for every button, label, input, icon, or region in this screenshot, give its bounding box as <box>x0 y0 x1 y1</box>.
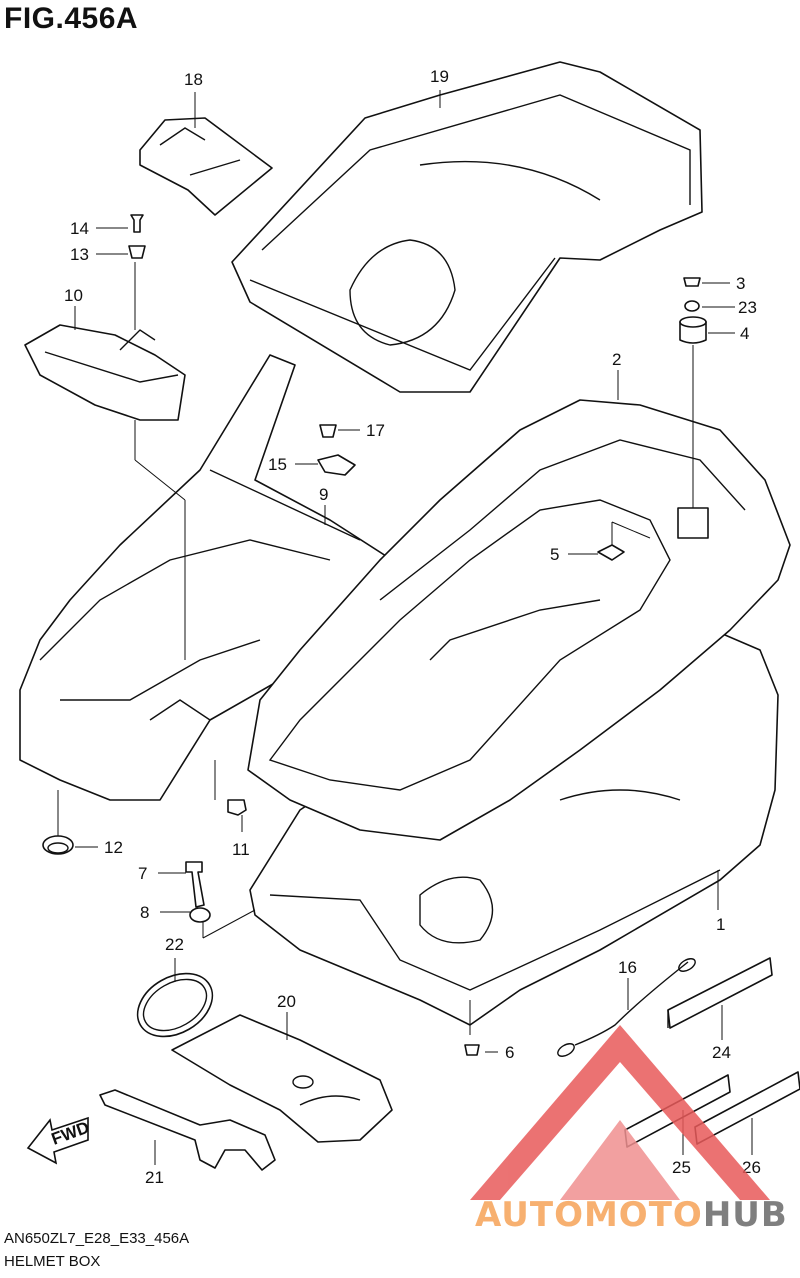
callout-20: 20 <box>277 992 296 1011</box>
part-12-grommet[interactable] <box>42 835 74 855</box>
callout-22: 22 <box>165 935 184 954</box>
callout-23: 23 <box>738 298 757 317</box>
callout-6: 6 <box>505 1043 514 1062</box>
part-10-unit[interactable] <box>24 324 186 421</box>
part-17-screw[interactable] <box>319 424 337 438</box>
figure-name: HELMET BOX <box>4 1253 101 1270</box>
callout-26: 26 <box>742 1158 761 1177</box>
callout-1: 1 <box>716 915 725 934</box>
callout-24: 24 <box>712 1043 731 1062</box>
callout-4: 4 <box>740 324 749 343</box>
callout-5: 5 <box>550 545 559 564</box>
part-8-washer[interactable] <box>189 907 211 923</box>
part-11-bolt[interactable] <box>227 799 247 816</box>
part-2-box-upper[interactable] <box>247 399 791 841</box>
figure-title: FIG.456A <box>4 2 139 35</box>
callout-10: 10 <box>64 286 83 305</box>
callout-8: 8 <box>140 903 149 922</box>
callout-2: 2 <box>612 350 621 369</box>
callout-14: 14 <box>70 219 89 238</box>
part-22-band[interactable] <box>126 961 223 1049</box>
watermark-brand-b: HUB <box>702 1195 788 1235</box>
callout-16: 16 <box>618 958 637 977</box>
part-5-nut[interactable] <box>597 544 625 561</box>
callout-25: 25 <box>672 1158 691 1177</box>
callout-3: 3 <box>736 274 745 293</box>
fwd-arrow-icon: FWD <box>26 1116 92 1165</box>
callout-12: 12 <box>104 838 123 857</box>
callout-7: 7 <box>138 864 147 883</box>
callout-15: 15 <box>268 455 287 474</box>
part-13-clip[interactable] <box>128 245 146 259</box>
callout-19: 19 <box>430 67 449 86</box>
part-16-cable[interactable] <box>556 956 698 1059</box>
watermark-logo-icon <box>470 1025 770 1200</box>
callout-18: 18 <box>184 70 203 89</box>
callout-11: 11 <box>232 840 250 859</box>
part-3-screw[interactable] <box>683 277 701 287</box>
part-23-washer[interactable] <box>684 300 700 312</box>
callout-9: 9 <box>319 485 328 504</box>
part-6-screw[interactable] <box>464 1044 480 1056</box>
leader-lines <box>57 90 753 1165</box>
callout-21: 21 <box>145 1168 164 1187</box>
callout-13: 13 <box>70 245 89 264</box>
part-19-cover[interactable] <box>231 61 703 393</box>
callout-labels: 1 2 3 4 5 6 7 8 9 10 11 12 13 14 15 16 1… <box>64 67 761 1187</box>
part-20-tool-bag[interactable] <box>171 1014 393 1143</box>
part-14-pin[interactable] <box>130 214 144 233</box>
part-15-clamp[interactable] <box>317 454 356 476</box>
part-7-bolt[interactable] <box>185 861 205 908</box>
part-21-spanner[interactable] <box>99 1089 276 1171</box>
part-24-sponge[interactable] <box>667 957 773 1029</box>
watermark-brand-a: AUTOMOTO <box>475 1195 703 1235</box>
watermark-brand: AUTOMOTOHUB <box>475 1195 788 1235</box>
part-18-bracket[interactable] <box>139 117 273 216</box>
callout-17: 17 <box>366 421 385 440</box>
figure-code: AN650ZL7_E28_E33_456A <box>4 1230 190 1247</box>
part-4-cushion[interactable] <box>679 316 707 344</box>
